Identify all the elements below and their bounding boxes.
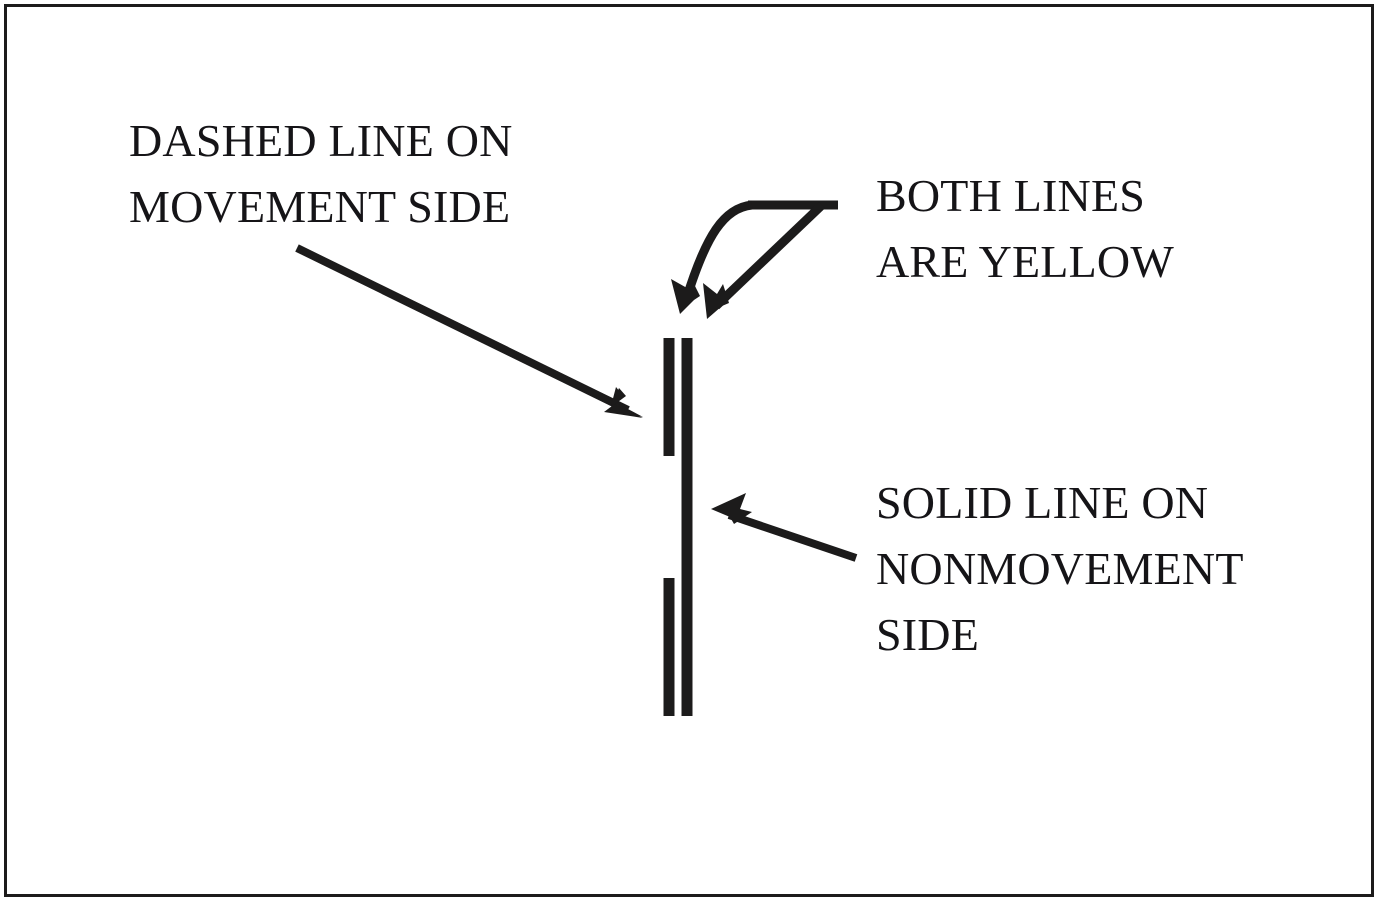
solid-marking-line xyxy=(681,338,693,716)
arrow-solid-line-shaft xyxy=(727,511,858,562)
arrow-dashed-line-head-fill xyxy=(604,387,643,418)
arrow-both-lines-left-shaft xyxy=(681,200,753,302)
arrow-dashed-line xyxy=(295,244,643,418)
arrow-both-lines-right-shaft xyxy=(712,201,826,310)
arrow-both-lines-right-head xyxy=(703,283,729,319)
arrow-both-lines xyxy=(671,200,838,319)
arrow-solid-line xyxy=(711,493,858,562)
label-both-lines-are-yellow: BOTH LINES ARE YELLOW xyxy=(876,170,1174,287)
solid-segment xyxy=(681,338,693,716)
arrow-both-lines-left-head xyxy=(671,278,700,314)
dashed-marking-line xyxy=(663,338,675,716)
arrow-solid-line-head xyxy=(711,493,752,524)
arrow-dashed-line-shaft xyxy=(295,244,630,414)
dashed-segment-upper xyxy=(663,338,675,456)
label-solid-line-nonmovement-side: SOLID LINE ON NONMOVEMENT SIDE xyxy=(876,477,1244,660)
dashed-segment-lower xyxy=(663,578,675,716)
label-dashed-line-movement-side: DASHED LINE ON MOVEMENT SIDE xyxy=(129,115,513,232)
